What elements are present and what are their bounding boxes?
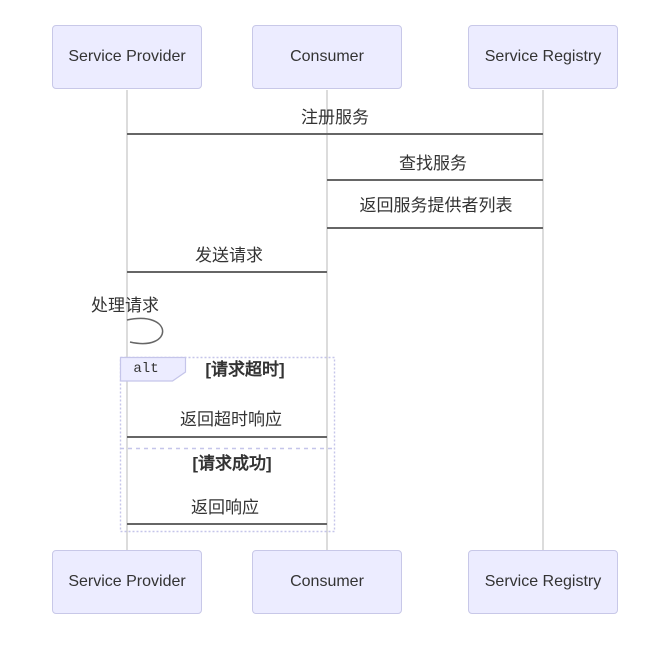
message-label-return-timeout-response: 返回超时响应	[180, 410, 282, 429]
actor-top-service-provider: Service Provider	[52, 25, 202, 89]
message-label-return-response: 返回响应	[191, 498, 259, 517]
actor-top-service-registry: Service Registry	[468, 25, 618, 89]
message-label-return-provider-list: 返回服务提供者列表	[359, 196, 513, 215]
actor-bottom-service-provider: Service Provider	[52, 550, 202, 614]
alt-condition-success: [请求成功]	[192, 454, 272, 473]
actor-top-consumer: Consumer	[252, 25, 402, 89]
actor-bottom-consumer: Consumer	[252, 550, 402, 614]
alt-tag-label: alt	[133, 361, 159, 377]
self-loop-process-request	[126, 317, 164, 345]
actor-label: Service Registry	[484, 573, 602, 590]
actor-bottom-service-registry: Service Registry	[468, 550, 618, 614]
alt-condition-timeout: [请求超时]	[205, 360, 285, 379]
actor-label: Service Provider	[68, 573, 186, 590]
alt-tag-shape	[119, 356, 187, 382]
actor-label: Consumer	[290, 573, 364, 590]
actor-label: Consumer	[290, 48, 364, 65]
message-label-process-request: 处理请求	[91, 296, 159, 315]
alt-frame-border	[119, 356, 336, 533]
message-label-send-request: 发送请求	[195, 246, 263, 265]
actor-label: Service Provider	[68, 48, 186, 65]
message-label-register: 注册服务	[301, 108, 369, 127]
message-label-lookup: 查找服务	[399, 154, 467, 173]
actor-label: Service Registry	[484, 48, 602, 65]
